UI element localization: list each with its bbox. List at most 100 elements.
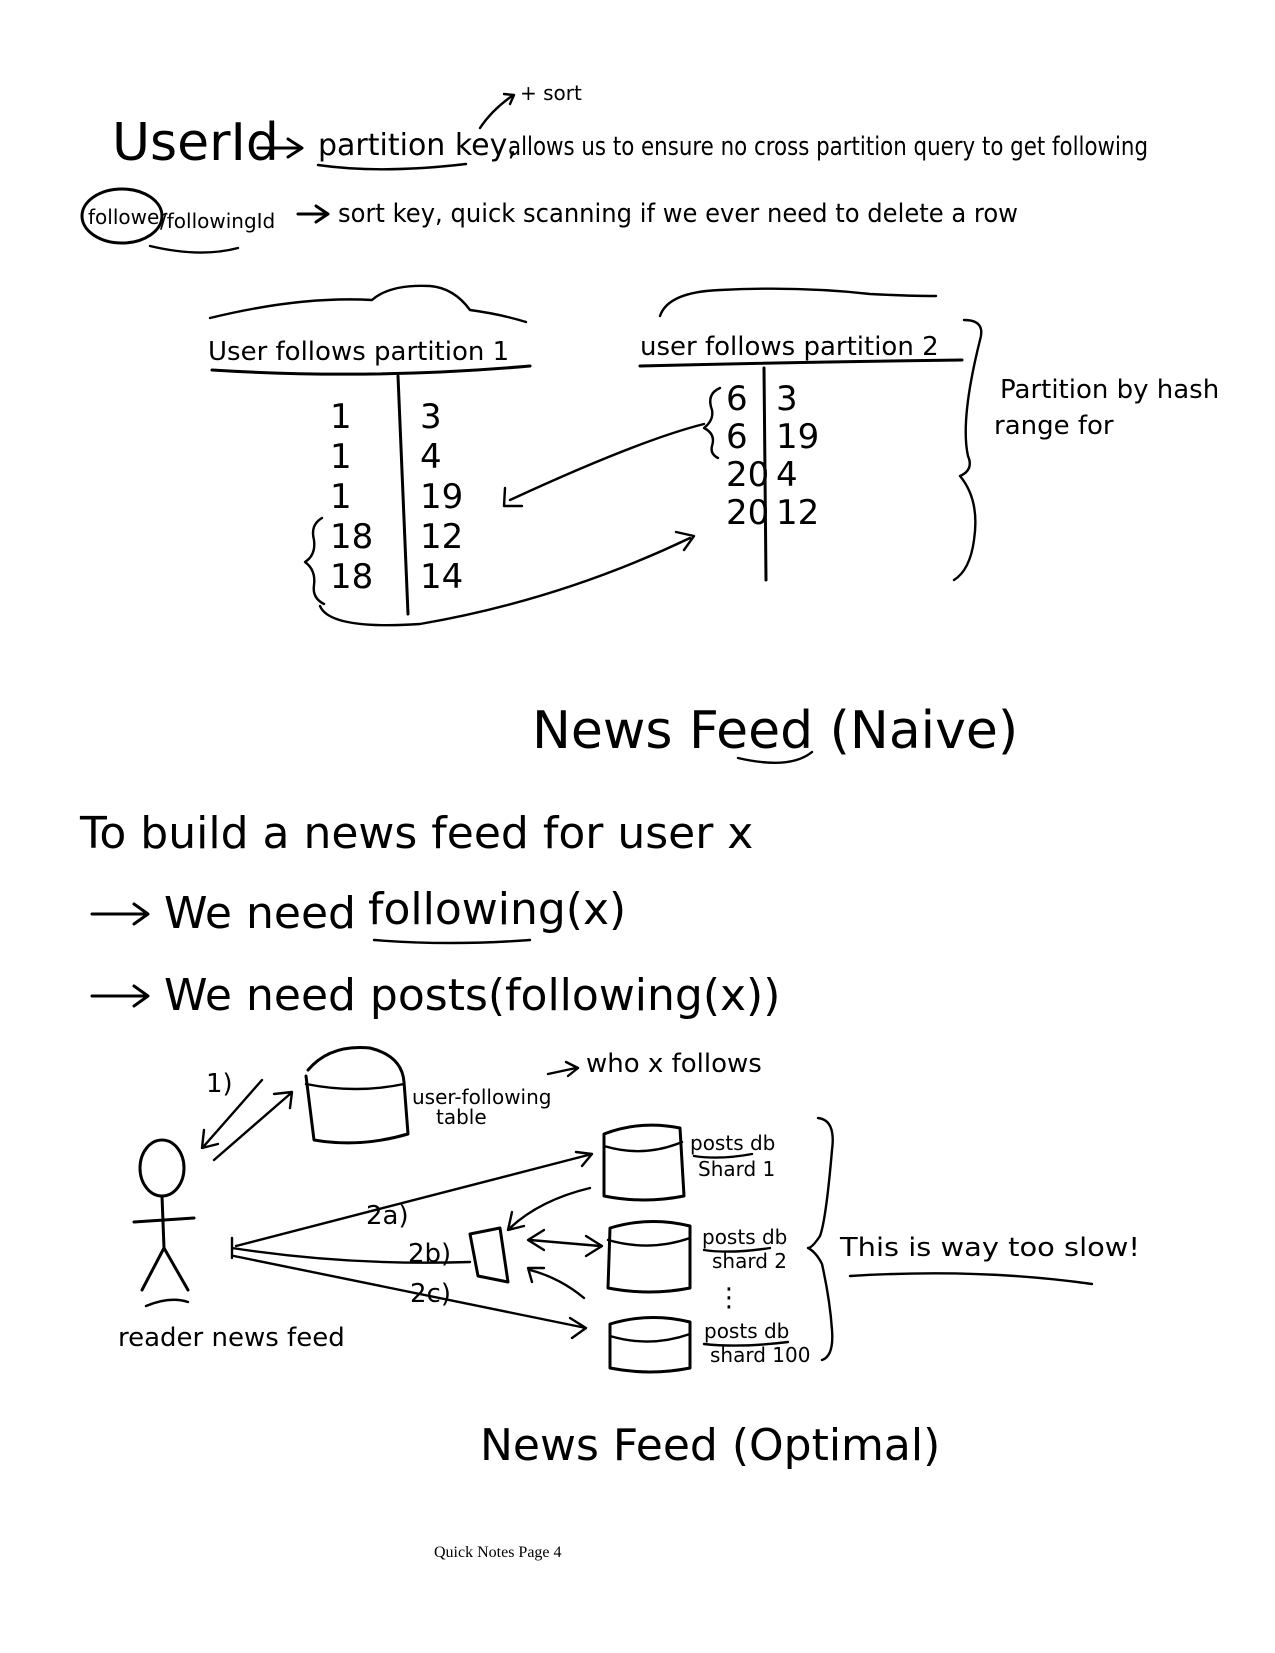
following-id-text: /followingId	[160, 209, 275, 233]
naive-line2-term: following(x)	[368, 884, 626, 935]
who-follows-text: who x follows	[586, 1049, 762, 1079]
userid-text: UserId	[112, 113, 279, 173]
arrow-right-icon	[256, 137, 304, 159]
naive-line3: We need posts(following(x))	[164, 970, 780, 1021]
step1-arrow-up	[212, 1090, 294, 1162]
following-underline-2	[372, 938, 532, 945]
shard100-label-line1: posts db	[704, 1319, 789, 1343]
partition-note-line2: range for	[994, 411, 1114, 441]
line2-rest-text: sort key, quick scanning if we ever need…	[338, 199, 1018, 229]
partition2-cell-left: 20	[726, 493, 769, 533]
step2a-arrow	[234, 1150, 594, 1248]
partition-key-text: partition key,	[318, 128, 517, 163]
partition1-column-divider	[396, 374, 410, 616]
partition2-cell-right: 3	[776, 379, 798, 419]
partition-key-underline	[316, 162, 468, 171]
partition2-to-partition1-arrow	[502, 422, 706, 508]
step1-label: 1)	[206, 1069, 233, 1099]
shard100-underline	[702, 1340, 790, 1347]
partition1-header-line	[210, 364, 532, 376]
arrow-right-icon	[90, 984, 150, 1008]
partition2-header-line	[638, 358, 964, 368]
partition2-brace	[658, 287, 938, 318]
partition1-cell-right: 4	[420, 437, 442, 477]
step2b-arrow	[230, 1236, 472, 1264]
partition1-cell-left: 1	[330, 397, 352, 437]
partition2-column-divider	[762, 366, 768, 582]
page-footer: Quick Notes Page 4	[434, 1544, 562, 1561]
optimal-heading: News Feed (Optimal)	[480, 1420, 940, 1471]
shard1-label-line2: Shard 1	[698, 1157, 775, 1181]
shard2-label-line1: posts db	[702, 1225, 787, 1249]
shard100-to-aggregator-arrow	[526, 1266, 586, 1300]
shard100-label-line2: shard 100	[710, 1343, 810, 1367]
reader-label: reader news feed	[118, 1323, 345, 1353]
arrow-right-icon	[90, 902, 150, 926]
follower-text: follower	[88, 205, 168, 229]
posts-db-shard2-icon	[606, 1220, 692, 1294]
user-table-label-line1: user-following	[412, 1085, 551, 1109]
line1-rest-text: allows us to ensure no cross partition q…	[508, 132, 1148, 162]
partition1-cell-right: 3	[420, 397, 442, 437]
partition1-cell-left: 18	[330, 517, 373, 557]
partition2-cell-left: 6	[726, 379, 748, 419]
shards-right-brace	[806, 1116, 834, 1362]
step2b-label: 2b)	[408, 1239, 451, 1269]
reader-feet-mark	[144, 1298, 190, 1308]
arrow-right-icon	[296, 204, 330, 224]
shard-ellipsis: ⋮	[716, 1283, 742, 1313]
follower-circle	[80, 187, 164, 245]
slow-note-underline	[848, 1272, 1094, 1286]
partition2-left-brace	[702, 386, 722, 460]
naive-heading: News Feed (Naive)	[532, 701, 1018, 761]
partition2-label: user follows partition 2	[640, 332, 939, 362]
shard1-label-line1: posts db	[690, 1131, 775, 1155]
naive-line1: To build a news feed for user x	[79, 808, 753, 859]
partition1-cell-left: 18	[330, 557, 373, 597]
arrow-right-icon	[546, 1060, 580, 1078]
user-table-label-line2: table	[436, 1105, 487, 1129]
shard2-aggregator-arrow	[526, 1228, 604, 1258]
user-following-db-icon	[304, 1045, 410, 1145]
partition1-left-brace	[303, 516, 326, 606]
shard1-underline	[692, 1152, 754, 1159]
posts-db-shard1-icon	[602, 1123, 686, 1202]
step1-arrow-down	[200, 1078, 264, 1150]
sort-note-text: + sort	[520, 81, 582, 105]
slow-note-text: This is way too slow!	[839, 1233, 1140, 1263]
partition1-cell-right: 14	[420, 557, 463, 597]
partition1-cell-right: 12	[420, 517, 463, 557]
partition1-to-partition2-arrow	[318, 530, 696, 627]
aggregator-box	[468, 1226, 510, 1284]
shard2-underline	[702, 1246, 772, 1253]
step2c-label: 2c)	[410, 1279, 451, 1309]
partition1-cell-left: 1	[330, 477, 352, 517]
reader-head-icon	[138, 1138, 186, 1198]
partition2-cell-right: 12	[776, 493, 819, 533]
partition1-brace	[208, 284, 528, 324]
partition1-label: User follows partition 1	[208, 337, 509, 367]
user-following-db-rim	[304, 1082, 406, 1091]
partition2-cell-left: 20	[726, 455, 769, 495]
shard1-to-aggregator-arrow	[506, 1186, 592, 1232]
partition2-cell-right: 19	[776, 417, 819, 457]
reader-figure-icon	[132, 1194, 196, 1292]
partition2-cell-left: 6	[726, 417, 748, 457]
partition-right-brace	[952, 318, 983, 582]
following-underline	[148, 244, 240, 254]
partition2-cell-right: 4	[776, 455, 798, 495]
sort-note-arrow-icon	[478, 92, 516, 130]
posts-db-shard100-icon	[608, 1316, 692, 1374]
partition1-cell-right: 19	[420, 477, 463, 517]
partition-note-line1: Partition by hash	[1000, 375, 1219, 405]
shard2-label-line2: shard 2	[712, 1249, 787, 1273]
partition1-cell-left: 1	[330, 437, 352, 477]
step2c-arrow	[232, 1254, 588, 1340]
naive-underline	[736, 750, 814, 764]
step2a-label: 2a)	[366, 1201, 409, 1231]
naive-line2-prefix: We need	[164, 888, 356, 939]
